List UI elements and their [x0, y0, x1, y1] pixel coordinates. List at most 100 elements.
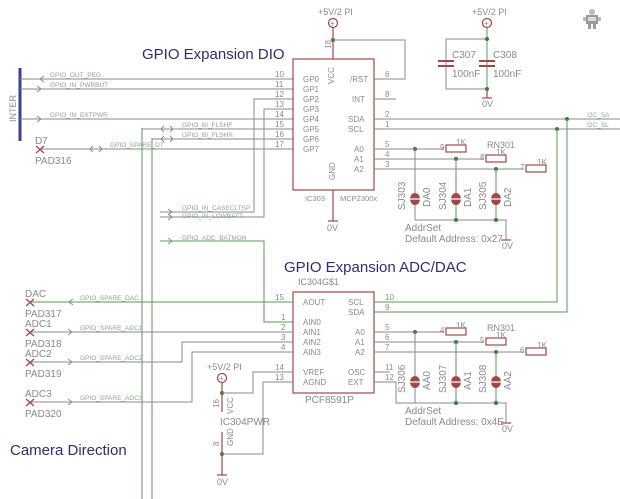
svg-text:VREF: VREF — [303, 368, 324, 377]
resistor-pin: 5 — [480, 336, 485, 345]
svg-text:3: 3 — [385, 160, 390, 169]
resistor-value: 1K — [537, 158, 547, 167]
pad-adc1-ref: PAD318 — [25, 339, 62, 350]
net-label-in-pwrbut: GPIO_IN_PWRBUT — [50, 82, 108, 89]
resistor-rn301-7[interactable] — [525, 164, 547, 173]
arrow-in-icon — [67, 398, 73, 406]
net-label-in-extpwr: GPIO_IN_EXTPWR — [50, 112, 108, 119]
junction-dot — [494, 401, 498, 405]
net-label-in-casecltsp: GPIO_IN_CASECLTSP — [182, 205, 250, 212]
net-label-spare-adc3: GPIO_SPARE_ADC3 — [80, 395, 143, 402]
arrow-in-icon — [36, 115, 42, 123]
arrow-in-icon — [167, 213, 173, 221]
svg-text:DA0: DA0 — [422, 187, 433, 207]
svg-text:OSC: OSC — [348, 368, 366, 377]
ic303-part: MCP2300x — [340, 194, 377, 203]
svg-text:SCL: SCL — [348, 125, 364, 134]
svg-text:1: 1 — [281, 313, 286, 322]
svg-text:12: 12 — [275, 90, 284, 99]
plus-glyph: + — [484, 19, 489, 28]
cap-power-label: +5V/2 PI — [472, 7, 507, 17]
svg-text:7: 7 — [385, 343, 390, 352]
capacitor-c307[interactable] — [438, 60, 454, 67]
svg-text:5: 5 — [385, 323, 390, 332]
svg-text:AA0: AA0 — [422, 371, 433, 390]
svg-text:3: 3 — [281, 333, 286, 342]
net-label-i2c-scl: I2C_SL — [587, 122, 609, 129]
solder-jumper-sj306[interactable]: SJ306 AA0 — [397, 364, 433, 393]
svg-text:15: 15 — [275, 120, 284, 129]
ic304pwr-power-label: +5V/2 PI — [207, 362, 242, 372]
pad-adc1-x-icon — [25, 328, 35, 337]
arrow-bidir-icon — [160, 125, 174, 133]
ic303-vcc-name: VCC — [327, 67, 336, 84]
arrow-in-icon — [167, 208, 173, 216]
resistor-rn301-5[interactable] — [485, 337, 507, 346]
resistor-rn301-9[interactable] — [445, 144, 467, 153]
pad-dac-ref: PAD317 — [25, 309, 62, 320]
svg-text:12: 12 — [385, 373, 394, 382]
c308-ref: C308 — [493, 50, 517, 61]
cap-ground-label: 0V — [482, 99, 493, 109]
capacitor-c308[interactable] — [479, 60, 495, 67]
net-label-bi-flshr: GPIO_BI_FLSHR — [182, 132, 233, 139]
arrow-out-icon — [39, 75, 45, 83]
c307-ref: C307 — [452, 50, 476, 61]
svg-text:GP5: GP5 — [303, 125, 320, 134]
svg-text:10: 10 — [385, 293, 394, 302]
svg-text:13: 13 — [275, 100, 284, 109]
wire-gp2 — [160, 98, 293, 213]
title-camera-direction: Camera Direction — [10, 442, 127, 459]
title-gpio-adc: GPIO Expansion ADC/DAC — [284, 259, 467, 276]
solder-jumper-sj308[interactable]: SJ308 AA2 — [478, 364, 514, 393]
svg-text:EXT: EXT — [348, 378, 364, 387]
svg-text:4: 4 — [281, 343, 286, 352]
ic304pwr-vcc-num: 16 — [212, 399, 221, 408]
arrow-in-icon — [167, 237, 173, 245]
solder-jumper-sj305[interactable]: SJ305 DA2 — [478, 181, 514, 210]
svg-text:5: 5 — [385, 140, 390, 149]
svg-text:8: 8 — [385, 90, 390, 99]
svg-text:AOUT: AOUT — [303, 298, 325, 307]
junction-dot — [494, 218, 498, 222]
arrow-in-icon — [36, 85, 42, 93]
solder-jumper-sj307[interactable]: SJ307 AA1 — [438, 364, 474, 393]
svg-text:14: 14 — [275, 363, 284, 372]
robot-logo-icon — [583, 9, 601, 29]
pad-adc2-ref: PAD319 — [25, 369, 62, 380]
pad-adc3-x-icon — [25, 398, 35, 407]
pad-dac-x-icon — [25, 298, 35, 307]
pad-adc2-label: ADC2 — [25, 349, 52, 360]
power-symbol-icon — [327, 17, 339, 29]
wire-adc-scl — [374, 129, 558, 303]
ic304pwr-gnd-name: GND — [226, 428, 235, 446]
arrow-in-icon — [67, 358, 73, 366]
pad-adc2-x-icon — [25, 358, 35, 367]
resistor-rn301-4[interactable] — [445, 327, 467, 336]
plus-glyph: + — [219, 374, 224, 383]
rn301-ref-adc: RN301 — [487, 323, 515, 333]
svg-text:AIN2: AIN2 — [303, 338, 321, 347]
net-label-i2c-sda: I2C_SA — [587, 112, 610, 119]
svg-text:AA1: AA1 — [463, 371, 474, 390]
pad-adc1-label: ADC1 — [25, 319, 52, 330]
resistor-rn301-6[interactable] — [525, 347, 547, 356]
wire-agnd — [222, 381, 293, 455]
svg-text:GP3: GP3 — [303, 105, 320, 114]
svg-text:DA1: DA1 — [463, 187, 474, 207]
svg-text:2: 2 — [281, 323, 286, 332]
ic304pwr-ref: IC304PWR — [220, 417, 270, 428]
net-label-in-lowbatt: GPIO_IN_LOWBATT — [182, 213, 243, 220]
power-symbol-icon — [216, 372, 228, 384]
net-label-spare-adc2: GPIO_SPARE_ADC2 — [80, 355, 143, 362]
wire-cap-loop — [445, 38, 487, 90]
c307-value: 100nF — [452, 69, 480, 80]
default-address-adc: Default Address: 0x4E — [405, 417, 504, 428]
ic303-body[interactable] — [292, 58, 375, 191]
resistor-pin: 4 — [440, 326, 445, 335]
svg-text:SJ304: SJ304 — [438, 181, 449, 210]
solder-jumper-sj303[interactable]: SJ303 DA0 — [397, 181, 433, 210]
resistor-value: 1K — [496, 331, 506, 340]
resistor-rn301-8[interactable] — [485, 154, 507, 163]
solder-jumper-sj304[interactable]: SJ304 DA1 — [438, 181, 474, 210]
